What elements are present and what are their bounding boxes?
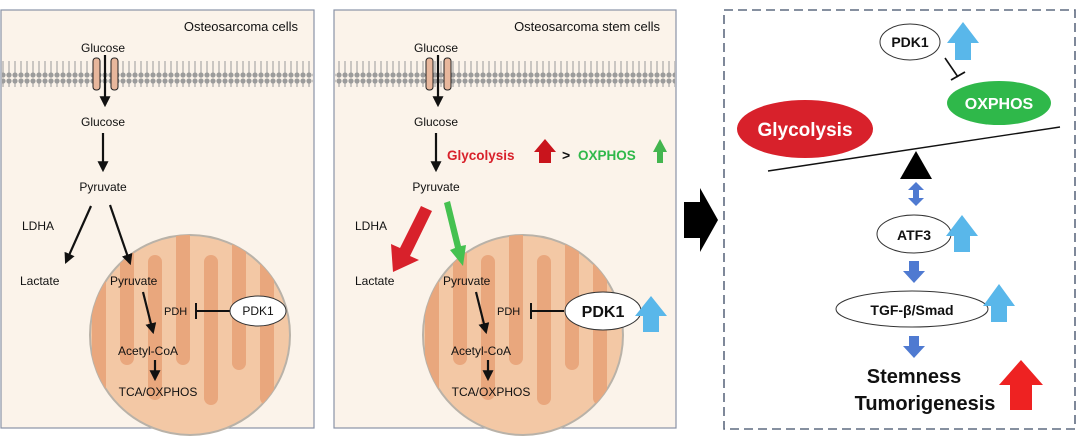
oxphos-label: OXPHOS [578,148,636,163]
panel-title: Osteosarcoma cells [184,19,299,34]
pyruvate-label: Pyruvate [412,180,460,194]
glucose-outside-label: Glucose [81,41,125,55]
inhibition-line [944,57,959,78]
glucose-transporter [110,57,119,91]
pdh-label: PDH [497,306,520,318]
up-arrow-icon [635,296,667,332]
ldha-label: LDHA [355,219,387,233]
mitochondrion [422,234,624,436]
tca-label: TCA/OXPHOS [119,385,198,399]
panel-summary: PDK1 OXPHOS Glycolysis ATF3 TGF-β/Smad S… [723,9,1076,430]
glucose-transporter [425,57,434,91]
acetyl-coa-label: Acetyl-CoA [451,344,511,358]
glucose-outside-label: Glucose [414,41,458,55]
lactate-label: Lactate [20,274,60,288]
ldha-red-arrow [391,206,432,272]
glycolysis-label: Glycolysis [757,120,852,141]
mito-import-green-arrow [444,201,466,266]
glycolysis-node [737,100,873,158]
cell-membrane [2,61,313,87]
fulcrum-icon [900,151,932,179]
bidirectional-arrow-icon [908,182,924,206]
up-arrow-icon [653,139,667,163]
inhibition-bar [950,71,966,81]
up-arrow-icon [983,284,1015,322]
pdh-label: PDH [164,306,187,318]
panel-title: Osteosarcoma stem cells [514,19,660,34]
up-arrow-icon [946,215,978,252]
up-arrow-icon [534,139,556,163]
ldha-label: LDHA [22,219,54,233]
transition-arrow-icon [684,188,718,252]
greater-than-label: > [562,147,570,163]
pdk1-node [879,23,941,61]
panel-osteosarcoma-cells: Osteosarcoma cells Glucose Glucose Pyruv… [0,9,315,436]
cell-membrane [335,61,675,87]
tgf-smad-label: TGF-β/Smad [870,302,953,318]
pdh-arrow [141,291,157,335]
up-arrow-icon [999,360,1043,410]
pdk1-label: PDK1 [242,304,274,318]
oxphos-node [947,81,1051,125]
lactate-label: Lactate [355,274,395,288]
acetyl-coa-label: Acetyl-CoA [118,344,178,358]
pyruvate-label: Pyruvate [79,180,127,194]
pdh-arrow [474,291,490,335]
glycolysis-label: Glycolysis [447,148,515,163]
down-arrow-icon [903,261,925,283]
glucose-transporter [443,57,452,91]
balance-beam [767,126,1061,172]
mitochondrion [89,234,291,436]
pdk1-label: PDK1 [582,304,625,321]
pdk1-label: PDK1 [891,34,929,50]
mito-pyruvate-label: Pyruvate [443,274,491,288]
stemness-label: Stemness [867,366,962,388]
pdk1-node [229,295,287,327]
ldha-arrow [64,205,93,265]
glucose-transporter [92,57,101,91]
glucose-inside-label: Glucose [414,115,458,129]
tca-label: TCA/OXPHOS [452,385,531,399]
atf3-label: ATF3 [897,227,931,243]
mito-import-arrow [108,204,133,266]
down-arrow-icon [903,336,925,358]
tumorigenesis-label: Tumorigenesis [855,393,996,415]
tgf-smad-node [835,290,989,328]
mito-pyruvate-label: Pyruvate [110,274,158,288]
up-arrow-icon [947,22,979,60]
glucose-inside-label: Glucose [81,115,125,129]
panel-osteosarcoma-stem-cells: Osteosarcoma stem cells Glucose Glucose … [333,9,677,436]
oxphos-label: OXPHOS [965,96,1034,113]
